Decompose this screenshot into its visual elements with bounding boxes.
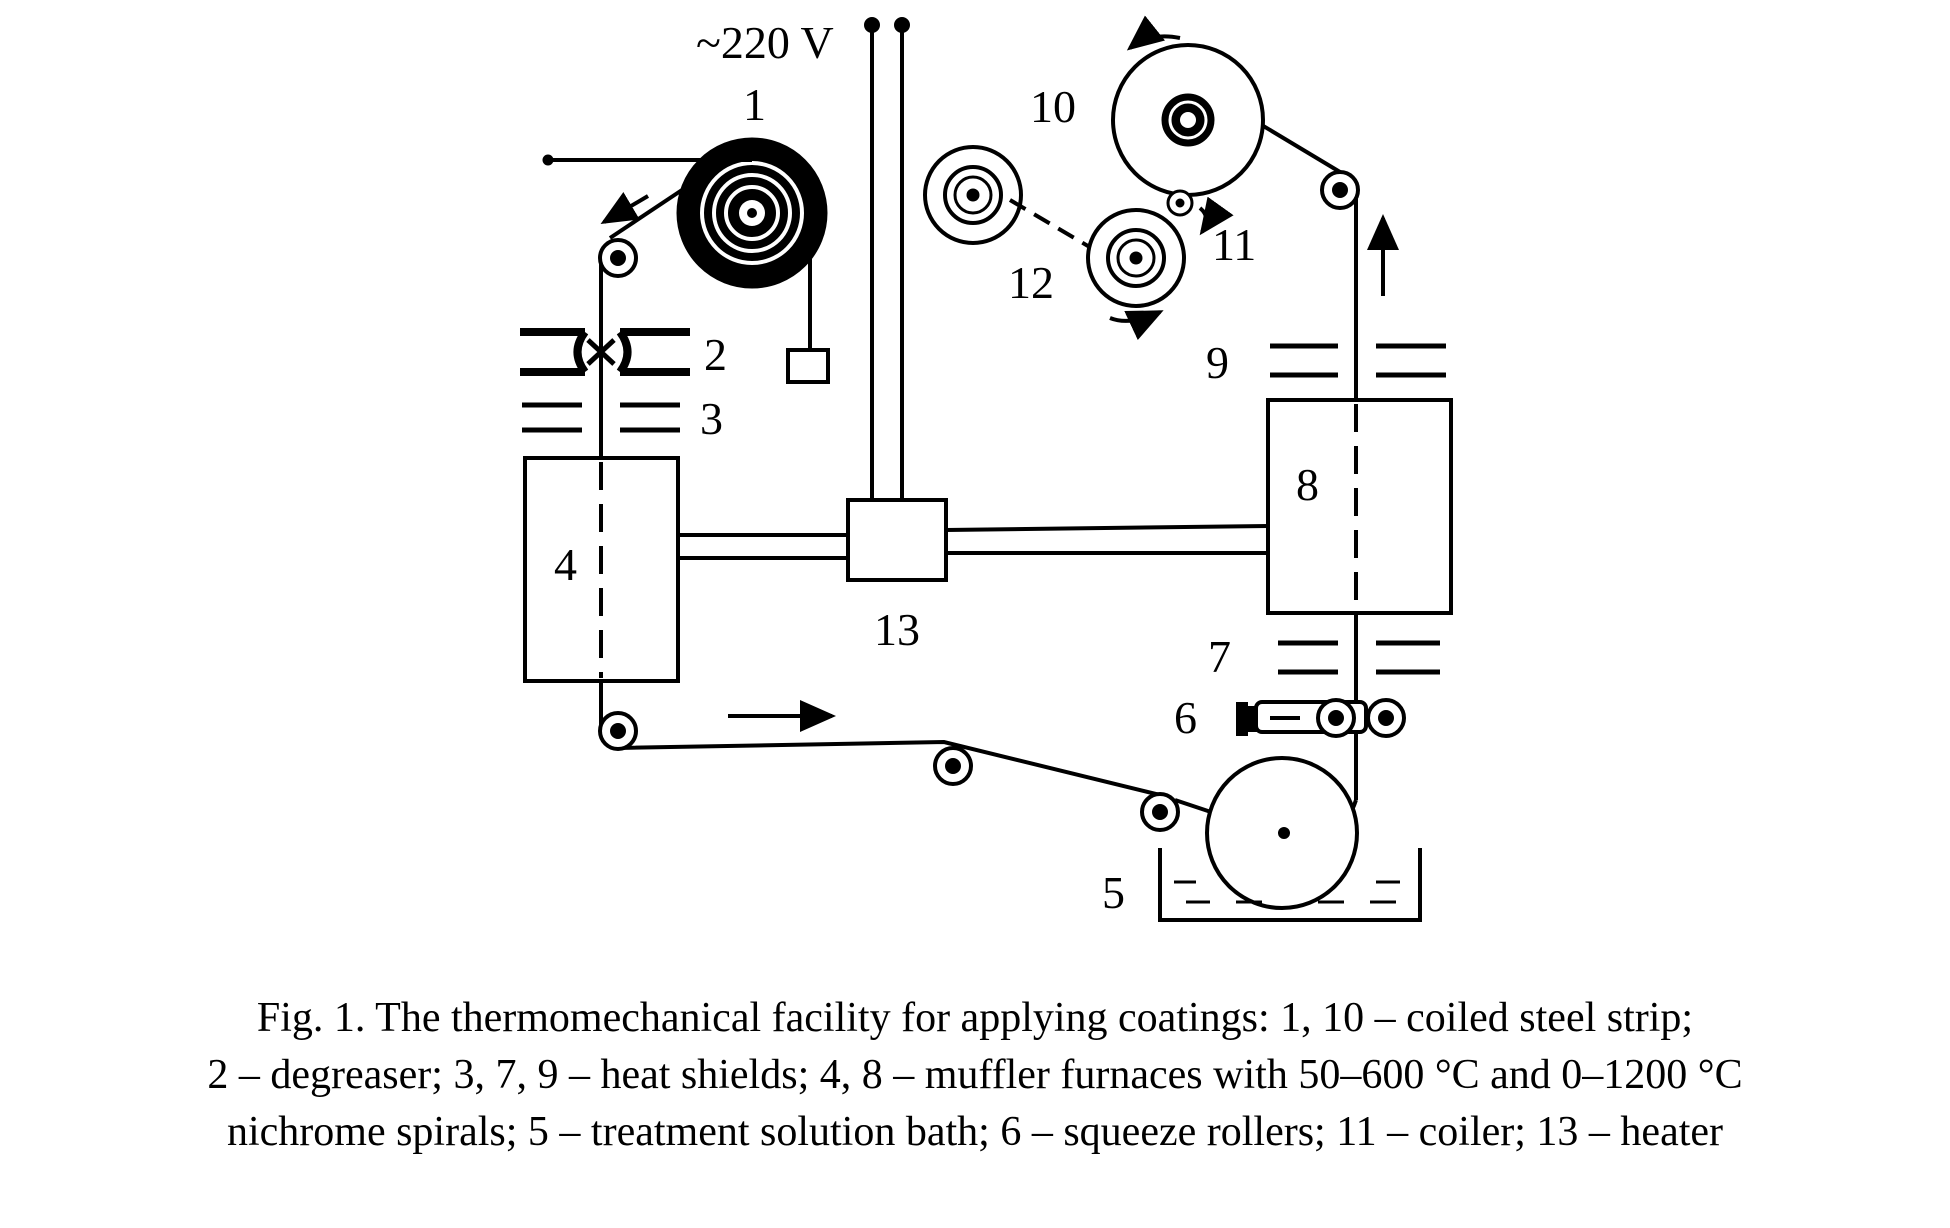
label-5: 5 xyxy=(1102,867,1125,918)
degreaser xyxy=(520,328,690,376)
guide-rollers xyxy=(598,170,1360,832)
label-6: 6 xyxy=(1174,692,1197,743)
direction-arrows xyxy=(600,191,1399,732)
caption-line-2: 2 – degreaser; 3, 7, 9 – heat shields; 4… xyxy=(207,1052,1743,1098)
facility-diagram: ~220 V 1 2 3 4 5 6 7 8 9 10 11 12 13 xyxy=(520,15,1453,922)
label-10: 10 xyxy=(1030,81,1076,132)
coiled-strip-12 xyxy=(923,145,1117,264)
figure-caption: Fig. 1. The thermomechanical facility fo… xyxy=(0,990,1950,1161)
squeeze-rollers xyxy=(1236,698,1406,738)
coiled-strip-10 xyxy=(1111,15,1265,197)
label-1: 1 xyxy=(743,79,766,130)
label-12: 12 xyxy=(1008,257,1054,308)
label-8: 8 xyxy=(1296,459,1319,510)
label-3: 3 xyxy=(700,393,723,444)
heat-shield-9 xyxy=(1270,343,1446,378)
treatment-bath xyxy=(1158,756,1422,922)
heat-shield-7 xyxy=(1278,640,1440,675)
muffler-furnace-4 xyxy=(523,456,680,683)
power-wires xyxy=(864,17,910,500)
label-13: 13 xyxy=(874,604,920,655)
label-9: 9 xyxy=(1206,337,1229,388)
heat-shield-3 xyxy=(522,402,680,433)
caption-line-1: Fig. 1. The thermomechanical facility fo… xyxy=(256,995,1694,1041)
heater xyxy=(678,498,1269,582)
coiled-strip-1 xyxy=(542,137,830,384)
label-7: 7 xyxy=(1208,631,1231,682)
coiler xyxy=(1086,189,1234,341)
muffler-furnace-8 xyxy=(1266,398,1453,615)
label-11: 11 xyxy=(1212,219,1256,270)
voltage-label: ~220 V xyxy=(696,17,834,68)
label-4: 4 xyxy=(554,539,577,590)
label-2: 2 xyxy=(704,329,727,380)
caption-line-3: nichrome spirals; 5 – treatment solution… xyxy=(226,1109,1724,1155)
